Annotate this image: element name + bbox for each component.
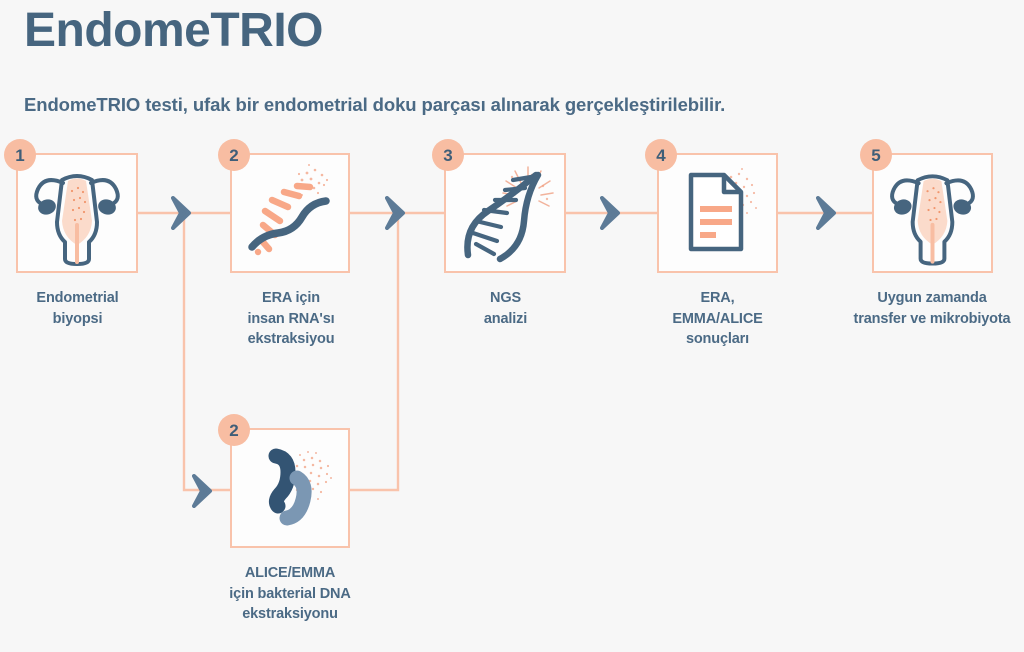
caption-line: için bakterial DNA	[229, 585, 351, 602]
caption-line: ekstraksiyonu	[242, 606, 338, 623]
caption-line: ekstraksiyou	[247, 331, 335, 348]
step-badge-4: 4	[645, 139, 677, 171]
caption-line: sonuçları	[685, 331, 750, 348]
step-box-1[interactable]	[16, 153, 138, 273]
caption-line: ERA,	[700, 290, 735, 306]
document-report-icon	[688, 168, 757, 252]
step-caption-3: NGS analizi	[428, 288, 583, 329]
step-box-4[interactable]	[657, 153, 778, 273]
step-badge-2: 2	[218, 139, 250, 171]
step-caption-4: ERA, EMMA/ALICE sonuçları	[640, 288, 795, 350]
dna-double-helix-icon	[464, 166, 554, 263]
step-caption-2: ERA için insan RNA'sı ekstraksiyou	[212, 288, 370, 350]
caption-line: ALICE/EMMA	[244, 565, 336, 581]
arrow-step1-to-step2	[171, 196, 191, 230]
step-caption-1: Endometrial biyopsi	[0, 288, 155, 329]
rna-strand-icon	[248, 164, 330, 256]
step-badge-3: 3	[432, 139, 464, 171]
step-box-5[interactable]	[872, 153, 993, 273]
caption-line: transfer ve mikrobiyota	[853, 310, 1011, 327]
caption-line: ERA için	[262, 290, 320, 306]
step-box-3[interactable]	[444, 153, 566, 273]
arrow-branch-to-bacteria-step	[192, 474, 212, 508]
arrow-step2-to-step3	[385, 196, 405, 230]
page-subtitle: EndomeTRIO testi, ufak bir endometrial d…	[24, 94, 726, 115]
caption-line: insan RNA'sı	[247, 310, 335, 327]
step-badge-5: 5	[860, 139, 892, 171]
bacteria-icon	[268, 448, 332, 526]
uterus-icon	[34, 174, 120, 266]
branch-step-badge: 2	[218, 414, 250, 446]
caption-line: Uygun zamanda	[877, 290, 987, 306]
arrow-step4-to-step5	[816, 196, 836, 230]
caption-line: biyopsi	[52, 310, 103, 327]
caption-line: analizi	[483, 310, 528, 327]
step-caption-5: Uygun zamanda transfer ve mikrobiyota	[822, 288, 1024, 329]
caption-line: NGS	[490, 290, 521, 306]
page-title: EndomeTRIO	[24, 4, 324, 57]
uterus-icon	[890, 174, 975, 266]
branch-step-caption: ALICE/EMMA için bakterial DNA ekstraksiy…	[195, 563, 385, 625]
step-badge-1: 1	[4, 139, 36, 171]
branch-step-box[interactable]	[230, 428, 350, 548]
step-box-2[interactable]	[230, 153, 350, 273]
caption-line: Endometrial	[36, 290, 119, 306]
caption-line: EMMA/ALICE	[672, 310, 763, 327]
arrow-step3-to-step4	[600, 196, 620, 230]
